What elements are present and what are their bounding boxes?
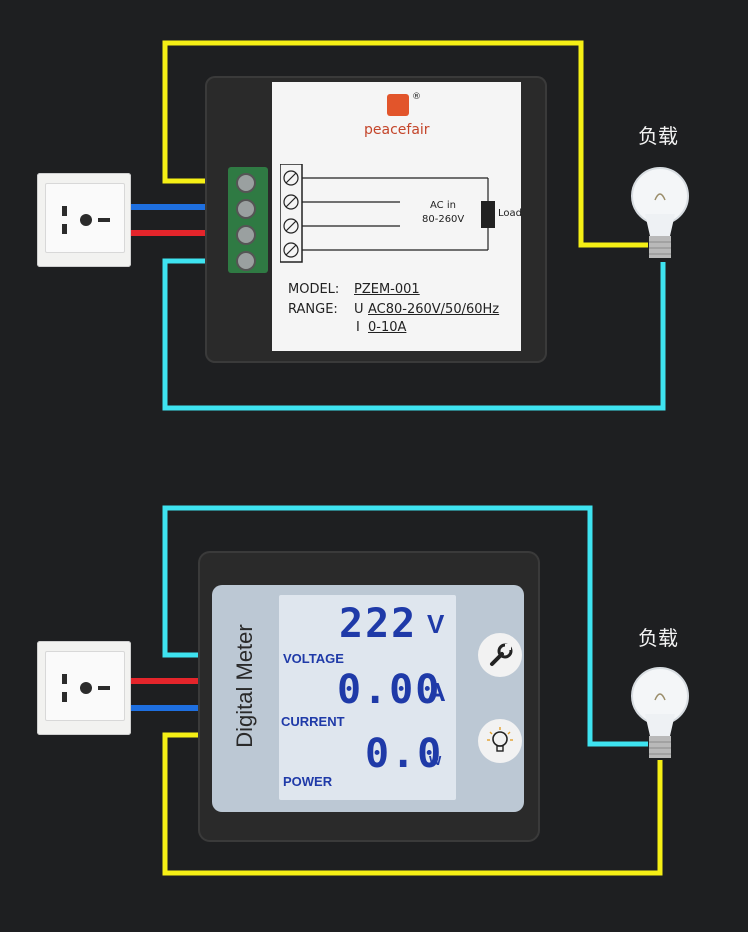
model-label: MODEL: (288, 282, 340, 297)
range-u-prefix: U (354, 302, 364, 317)
brand-name: peacefair (364, 122, 430, 138)
module-label-panel: ® peacefair AC in 80-260V Load MODEL: PZ… (272, 82, 522, 351)
top-yellow-wire (162, 40, 648, 248)
top-cyan-wire (162, 258, 666, 411)
wall-socket-bottom (37, 641, 131, 735)
terminal-screw (236, 173, 256, 193)
digital-meter-title: Digital Meter (232, 624, 257, 748)
range-u-value: AC80-260V/50/60Hz (368, 302, 500, 317)
range-label: RANGE: (288, 302, 338, 317)
bottom-cyan-wire (162, 505, 648, 747)
power-reading: 0.0 (365, 731, 444, 777)
lcd-screen: 222 V VOLTAGE 0.00 A CURRENT 0.0 W POWER (279, 595, 456, 800)
range-i-value: 0-10A (368, 320, 407, 335)
terminal-screw (236, 251, 256, 271)
bottom-bulb-icon (631, 667, 689, 758)
voltage-caption: VOLTAGE (283, 651, 344, 666)
current-caption: CURRENT (281, 714, 345, 729)
load-text: Load (498, 208, 522, 219)
current-reading: 0.00 (337, 667, 442, 713)
power-unit: W (429, 753, 442, 768)
model-value: PZEM-001 (354, 282, 420, 297)
registered-mark: ® (412, 92, 421, 102)
voltage-range-text: 80-260V (422, 214, 465, 225)
terminal-screw (236, 225, 256, 245)
lcd-panel: Digital Meter 222 V VOLTAGE 0.00 A CURRE… (212, 585, 524, 812)
load-label-top: 负载 (638, 124, 678, 148)
bottom-yellow-wire (162, 732, 663, 876)
terminal-block (228, 167, 268, 273)
current-unit: A (427, 677, 446, 707)
wall-socket-top (37, 173, 131, 267)
power-caption: POWER (283, 774, 333, 789)
wrench-icon (490, 643, 513, 666)
ac-in-text: AC in (430, 200, 456, 211)
load-label-bottom: 负载 (638, 626, 678, 650)
backlight-button[interactable] (478, 719, 522, 763)
voltage-unit: V (427, 609, 445, 639)
range-i-prefix: I (356, 320, 360, 335)
bulb-icon (487, 727, 513, 752)
terminal-screw (236, 199, 256, 219)
peacefair-logo (387, 94, 409, 116)
wiring-schematic (280, 164, 495, 263)
settings-button[interactable] (478, 633, 522, 677)
voltage-reading: 222 (339, 601, 418, 647)
top-bulb-icon (631, 167, 689, 258)
